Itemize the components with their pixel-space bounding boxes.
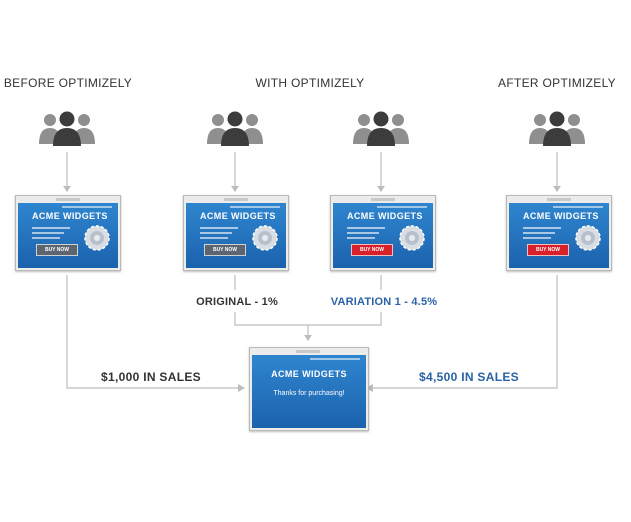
browser-title-bar (507, 196, 611, 203)
landing-page: ACME WIDGETS BUY NOW (186, 203, 286, 268)
after-browser-window: ACME WIDGETS BUY NOW (506, 195, 612, 271)
address-bar (56, 198, 80, 201)
buy-now-button[interactable]: BUY NOW (36, 244, 78, 256)
buy-now-button[interactable]: BUY NOW (351, 244, 393, 256)
address-bar (547, 198, 571, 201)
thank-you-message: Thanks for purchasing! (273, 390, 345, 397)
text-line (347, 237, 375, 239)
after-sales-label: $4,500 IN SALES (419, 370, 519, 384)
variation-browser-window: ACME WIDGETS BUY NOW (330, 195, 436, 271)
browser-title-bar (184, 196, 288, 211)
page-nav (377, 206, 427, 208)
address-bar (371, 198, 395, 201)
gear-icon (252, 225, 278, 251)
visitors-icon (39, 111, 95, 146)
visitors-icon (529, 111, 585, 146)
text-line (32, 237, 60, 239)
brand-title: ACME WIDGETS (347, 211, 423, 221)
confirmation-page: ACME WIDGETS Thanks for purchasing! (252, 355, 366, 428)
landing-page: ACME WIDGETS BUY NOW (333, 203, 433, 268)
original-conversion-label: ORIGINAL - 1% (196, 296, 278, 308)
visitors-icon (353, 111, 409, 146)
variation-conversion-label: VARIATION 1 - 4.5% (330, 296, 438, 308)
address-bar (296, 350, 320, 353)
text-line (523, 237, 551, 239)
before-browser-window: ACME WIDGETS BUY NOW (15, 195, 121, 271)
brand-title: ACME WIDGETS (32, 211, 108, 221)
page-nav (310, 358, 360, 360)
landing-page: ACME WIDGETS BUY NOW (18, 203, 118, 268)
original-browser-window: ACME WIDGETS BUY NOW (183, 195, 289, 271)
browser-title-bar (16, 196, 120, 211)
text-line (523, 227, 561, 229)
gear-icon (84, 225, 110, 251)
gear-icon (399, 225, 425, 251)
before-optimizely-heading: BEFORE OPTIMIZELY (3, 76, 133, 90)
page-nav (62, 206, 112, 208)
text-line (32, 227, 70, 229)
with-optimizely-heading: WITH OPTIMIZELY (255, 76, 365, 90)
visitors-icon (207, 111, 263, 146)
text-line (523, 232, 555, 234)
browser-title-bar (331, 196, 435, 203)
text-line (200, 237, 228, 239)
before-sales-label: $1,000 IN SALES (101, 370, 201, 384)
gear-icon (575, 225, 601, 251)
brand-title: ACME WIDGETS (271, 369, 347, 379)
text-line (347, 227, 385, 229)
page-nav (553, 206, 603, 208)
after-optimizely-heading: AFTER OPTIMIZELY (498, 76, 616, 90)
result-browser-window: ACME WIDGETS Thanks for purchasing! (249, 347, 369, 431)
text-line (200, 232, 232, 234)
brand-title: ACME WIDGETS (523, 211, 599, 221)
text-line (347, 232, 379, 234)
brand-title: ACME WIDGETS (200, 211, 276, 221)
text-line (200, 227, 238, 229)
landing-page: ACME WIDGETS BUY NOW (509, 203, 609, 268)
buy-now-button[interactable]: BUY NOW (204, 244, 246, 256)
text-line (32, 232, 64, 234)
browser-title-bar (250, 348, 368, 355)
page-nav (230, 206, 280, 208)
buy-now-button[interactable]: BUY NOW (527, 244, 569, 256)
address-bar (224, 198, 248, 201)
